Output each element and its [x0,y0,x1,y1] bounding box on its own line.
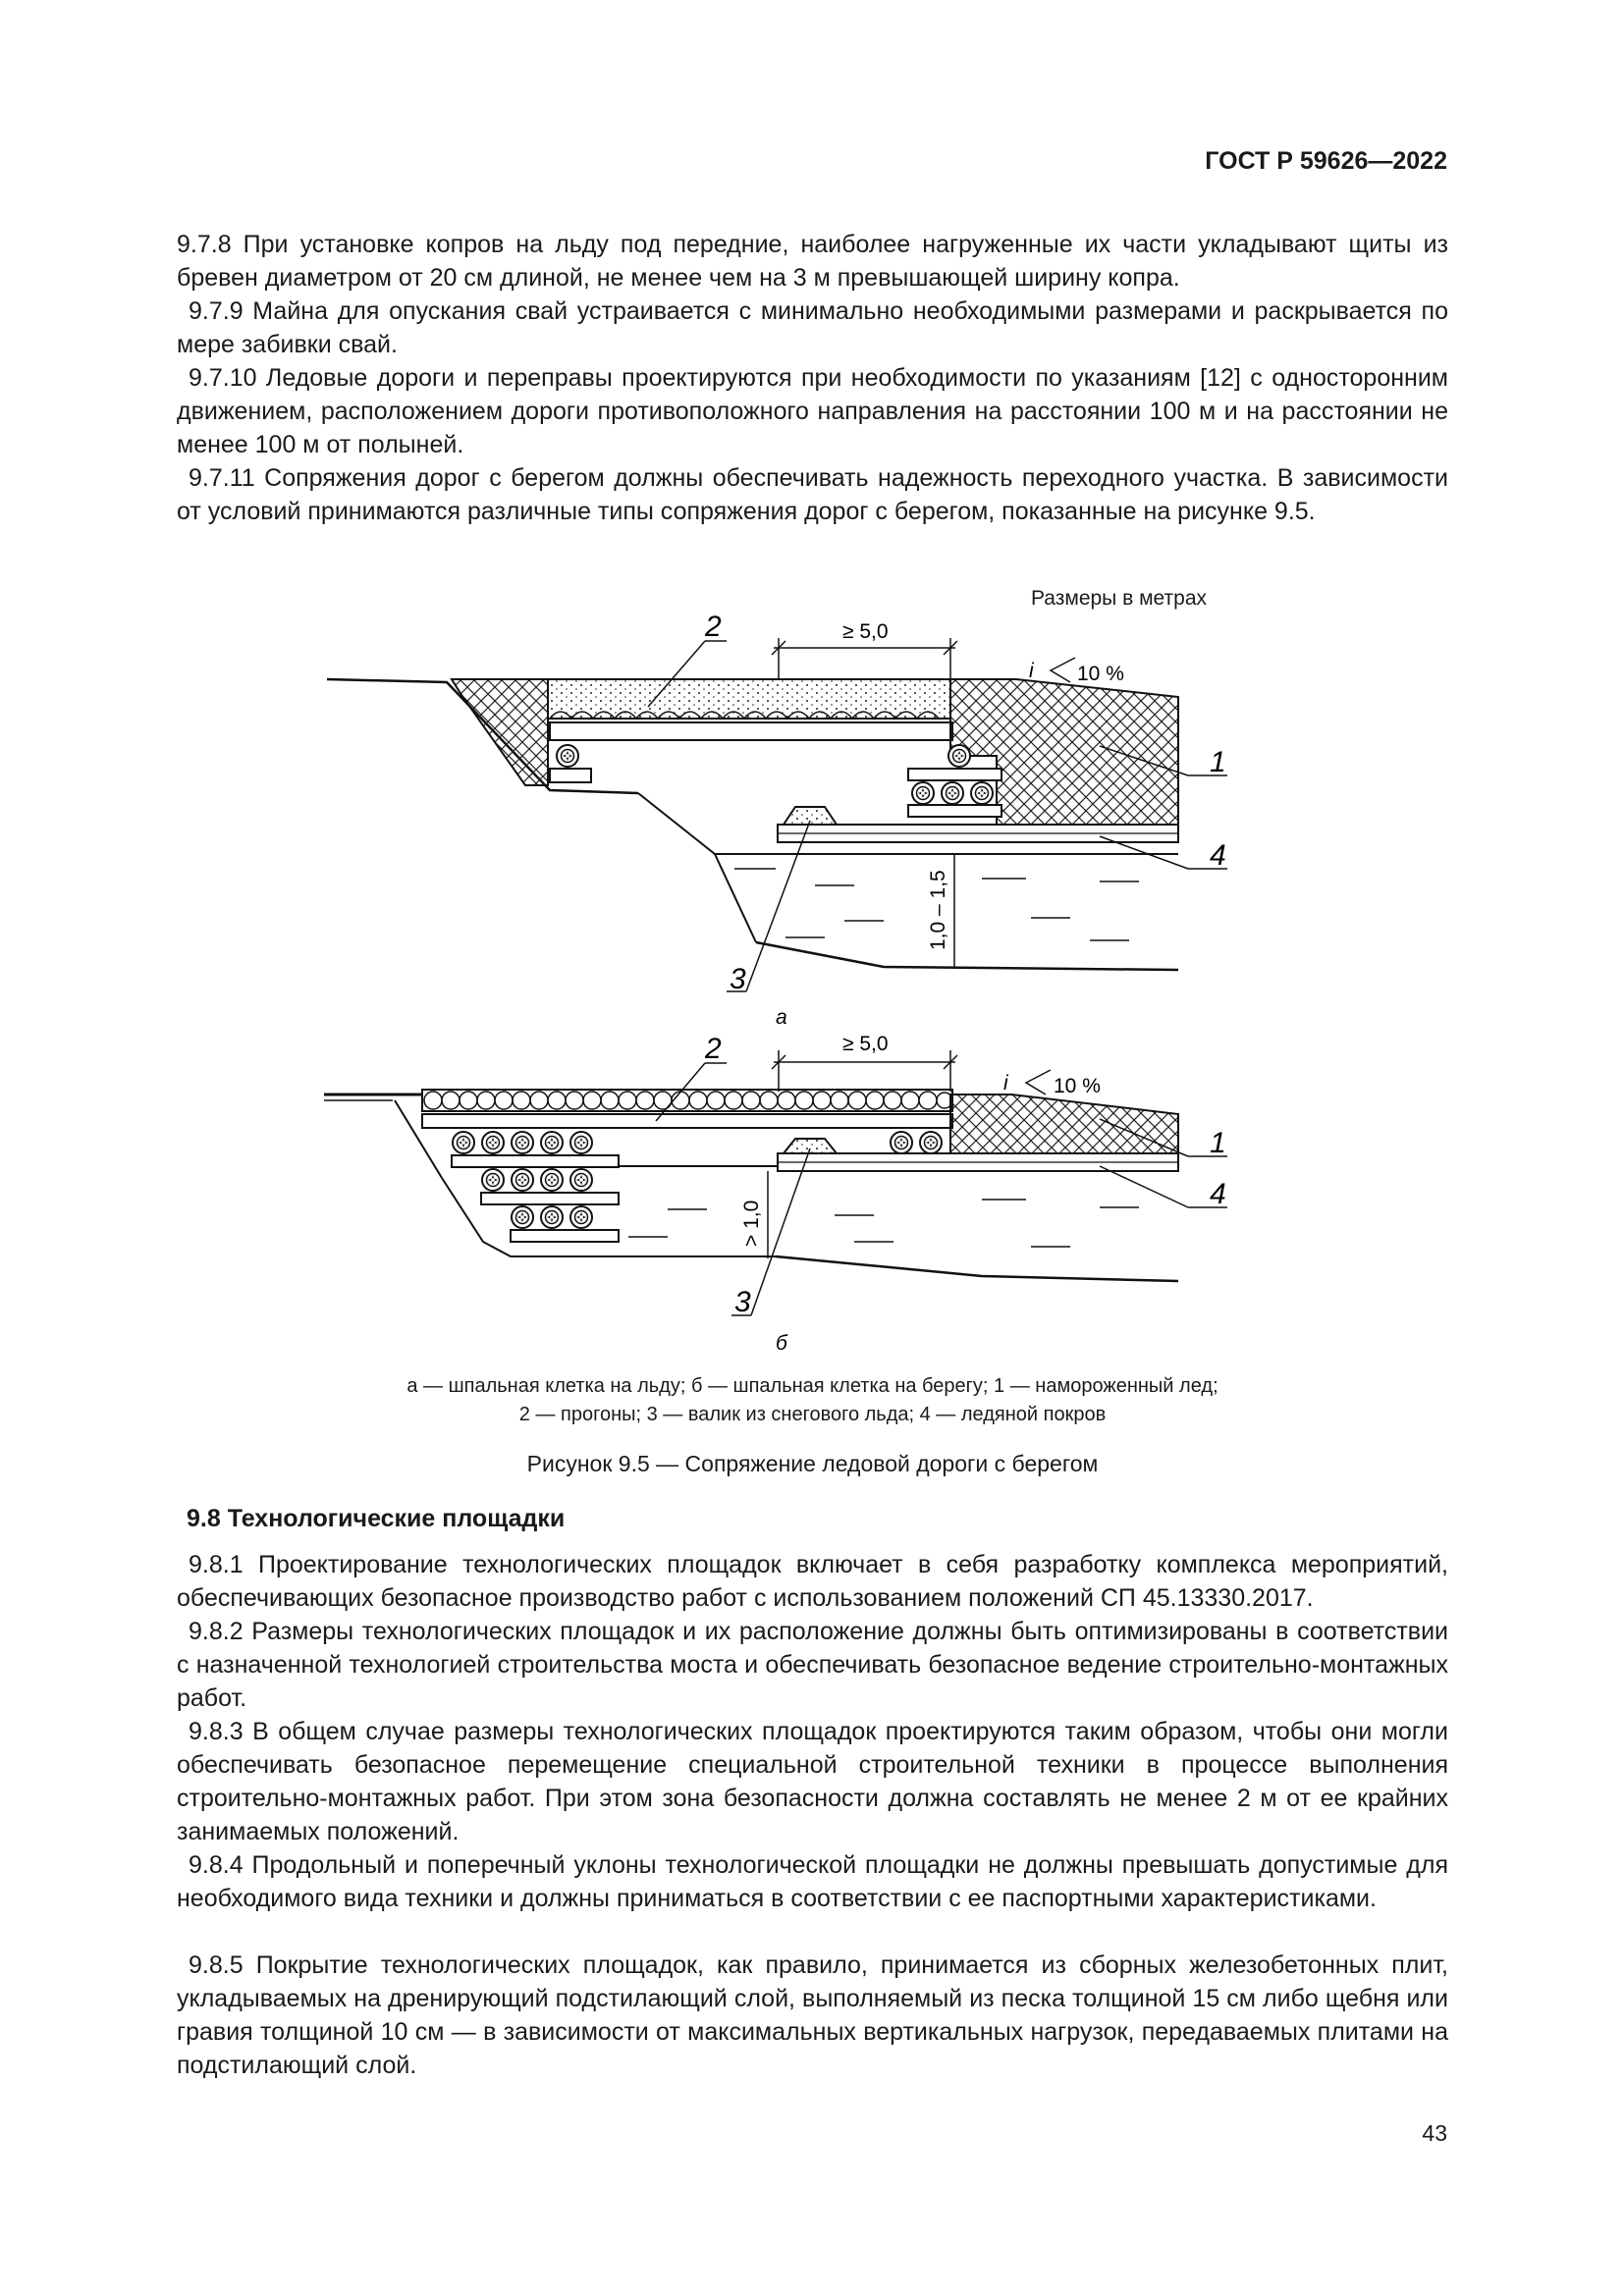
callout-4-a: 4 [1210,839,1226,872]
figure-legend-line-1: а — шпальная клетка на льду; б — шпальна… [406,1375,1218,1397]
callout-2-a: 2 [704,611,722,643]
paragraph-9-8-1: 9.8.1 Проектирование технологических пло… [177,1548,1448,1615]
dim-depth-a: 1,0 – 1,5 [927,870,949,950]
label-b: б [776,1332,788,1355]
dim-depth-b: > 1,0 [740,1201,763,1247]
figure-b-diagram: ≥ 5,0 i 10 % > 1,0 2 1 4 3 б [324,1033,1227,1355]
paragraph-9-7-10: 9.7.10 Ледовые дороги и переправы проект… [177,361,1448,461]
document-header: ГОСТ Р 59626—2022 [1205,147,1447,175]
paragraph-text: 9.8.5 Покрытие технологических площадок,… [177,1951,1448,2079]
paragraph-text: 9.7.8 При установке копров на льду под п… [177,231,1448,292]
figure-legend-line-2: 2 — прогоны; 3 — валик из снегового льда… [518,1404,1107,1425]
paragraph-text: 9.7.9 Майна для опускания свай устраивае… [177,297,1448,358]
section-title: 9.8 Технологические площадки [187,1505,566,1532]
paragraph-9-8-5: 9.8.5 Покрытие технологических площадок,… [177,1949,1448,2082]
callout-1-b: 1 [1210,1127,1226,1159]
paragraph-9-7-8: 9.7.8 При установке копров на льду под п… [177,228,1448,294]
paragraph-9-8-3: 9.8.3 В общем случае размеры технологиче… [177,1715,1448,1848]
callout-1-a: 1 [1210,746,1226,778]
figure-9-5: ≥ 5,0 i 10 % 1,0 – 1,5 2 1 4 3 а [324,611,1227,1355]
paragraph-text: 9.8.3 В общем случае размеры технологиче… [177,1718,1448,1845]
units-note: Размеры в метрах [1031,587,1207,610]
figure-a-diagram: ≥ 5,0 i 10 % 1,0 – 1,5 2 1 4 3 а [326,611,1227,1029]
callout-3-b: 3 [734,1286,751,1318]
paragraph-text: 9.8.2 Размеры технологических площадок и… [177,1618,1448,1712]
paragraph-text: 9.8.4 Продольный и поперечный уклоны тех… [177,1851,1448,1912]
paragraph-9-8-2: 9.8.2 Размеры технологических площадок и… [177,1615,1448,1715]
dim-width-b: ≥ 5,0 [842,1033,889,1055]
paragraph-9-8-4: 9.8.4 Продольный и поперечный уклоны тех… [177,1848,1448,1915]
label-a: а [776,1006,787,1029]
callout-3-a: 3 [730,963,746,995]
paragraph-text: 9.7.10 Ледовые дороги и переправы проект… [177,364,1448,458]
paragraph-9-7-9: 9.7.9 Майна для опускания свай устраивае… [177,294,1448,361]
page-number: 43 [1422,2120,1447,2146]
slope-i-b: i [1003,1072,1009,1095]
paragraph-text: 9.8.1 Проектирование технологических пло… [177,1551,1448,1612]
figure-caption: Рисунок 9.5 — Сопряжение ледовой дороги … [526,1451,1099,1476]
paragraph-text: 9.7.11 Сопряжения дорог с берегом должны… [177,464,1448,525]
dim-width-a: ≥ 5,0 [842,620,889,643]
slope-value-b: 10 % [1054,1075,1101,1097]
callout-4-b: 4 [1210,1178,1226,1210]
paragraph-9-7-11: 9.7.11 Сопряжения дорог с берегом должны… [177,461,1448,528]
slope-i-a: i [1029,660,1035,682]
slope-value-a: 10 % [1077,663,1124,685]
callout-2-b: 2 [704,1033,722,1065]
